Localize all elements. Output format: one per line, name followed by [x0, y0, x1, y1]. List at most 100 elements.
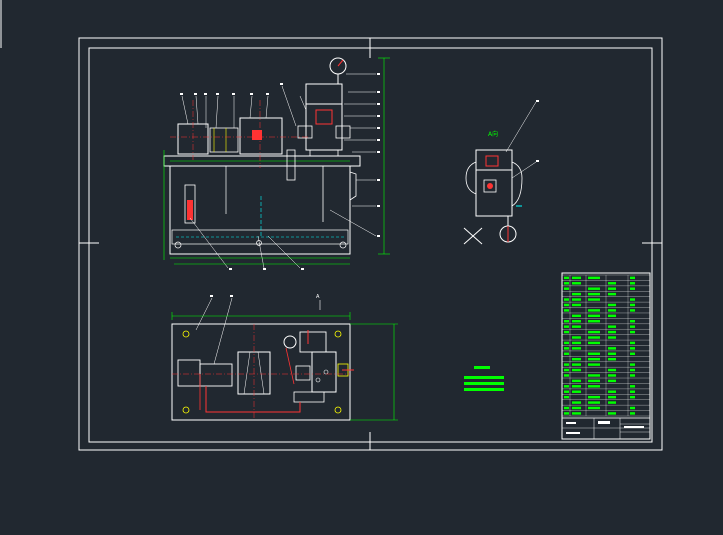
parts-list-cell-text [572, 357, 581, 361]
parts-list-cell-text [564, 368, 569, 372]
parts-list-cell-text [608, 352, 616, 355]
parts-list-cell-text [630, 303, 635, 307]
parts-list-cell-text [564, 325, 569, 328]
parts-list-cell-text [588, 363, 600, 366]
tank-top-plan [171, 323, 351, 421]
parts-list-cell-text [564, 320, 569, 323]
parts-list-cell-text [630, 320, 635, 323]
parts-list-cell-text [588, 352, 600, 355]
parts-list-cell-text [588, 292, 600, 296]
parts-list-cell-text [630, 276, 635, 280]
parts-list-cell-text [588, 330, 600, 334]
parts-list-cell-text [588, 336, 600, 339]
parts-list-cell-text [572, 368, 581, 372]
sheet-outer-border [78, 37, 663, 451]
parts-list-cell-text [564, 276, 569, 280]
parts-list-cell-text [564, 330, 569, 334]
parts-list-cell-text [630, 330, 635, 334]
parts-list-cell-text [630, 309, 635, 312]
parts-list-cell-text [564, 303, 569, 307]
parts-list-cell-text [564, 298, 569, 301]
parts-list-cell-text [608, 314, 616, 318]
parts-list-cell-text [572, 276, 581, 280]
parts-list-cell-text [564, 352, 569, 355]
parts-list-cell-text [588, 276, 600, 280]
parts-list-cell-text [608, 412, 616, 415]
parts-list-cell-text [608, 303, 616, 307]
parts-list-cell-text [588, 395, 600, 399]
parts-list-cell-text [572, 320, 581, 323]
coupling [209, 127, 239, 153]
parts-list-cell-text [564, 406, 569, 410]
parts-list-cell-text [564, 287, 569, 290]
parts-list-cell-text [608, 325, 616, 328]
parts-list-cell-text [588, 374, 600, 377]
parts-list-cell-text [588, 401, 600, 404]
parts-list-cell-text [588, 287, 600, 290]
parts-list-cell-text [564, 390, 569, 393]
parts-list-cell-text [630, 341, 635, 345]
parts-list-cell-text [608, 374, 616, 377]
parts-list-cell-text [564, 341, 569, 345]
sheet-inner-border [88, 47, 653, 443]
parts-list-cell-text [572, 401, 581, 404]
parts-list-cell-text [572, 390, 581, 393]
plan-view-arrow-label: A [316, 294, 320, 300]
parts-list-cell-text [572, 298, 581, 301]
technical-requirements-block [464, 366, 504, 391]
motor-main [239, 117, 283, 155]
parts-list-cell-text [630, 347, 635, 350]
parts-list-cell-text [630, 385, 635, 388]
parts-list-cell-text [588, 298, 600, 301]
section-view-label: A向 [488, 130, 498, 138]
parts-list-cell-text [630, 412, 635, 415]
plan-view [171, 295, 398, 421]
parts-list-cell-text [608, 401, 616, 404]
parts-list-cell-text [572, 363, 581, 366]
parts-list-cell-text [572, 325, 581, 328]
parts-list-cell-text [588, 320, 600, 323]
parts-list-cell-text [564, 363, 569, 366]
valve-block [305, 103, 343, 151]
parts-list-cell-text [630, 368, 635, 372]
parts-list-cell-text [588, 379, 600, 383]
parts-list-cell-text [588, 341, 600, 345]
parts-list-cell-text [572, 314, 581, 318]
parts-list-cell-text [572, 412, 581, 415]
parts-list-cell-text [572, 292, 581, 296]
front-view [163, 57, 390, 270]
parts-list-cell-text [608, 357, 616, 361]
parts-list-cell-text [564, 385, 569, 388]
parts-list-cell-text [564, 282, 569, 285]
parts-list-cell-text [564, 347, 569, 350]
parts-list-cell-text [630, 363, 635, 366]
parts-list-cell-text [608, 287, 616, 290]
parts-list-cell-text [630, 298, 635, 301]
parts-list-cell-text [572, 385, 581, 388]
parts-list-cell-text [564, 374, 569, 377]
parts-list-cell-text [608, 292, 616, 296]
parts-list-cell-text [588, 385, 600, 388]
parts-list-cell-text [608, 368, 616, 372]
parts-list-cell-text [608, 379, 616, 383]
parts-list-cell-text [608, 347, 616, 350]
parts-list-cell-text [630, 287, 635, 290]
parts-list-cell-text [572, 282, 581, 285]
parts-list-cell-text [588, 406, 600, 410]
parts-list-cell-text [588, 357, 600, 361]
title-block [561, 417, 651, 440]
suction-filter [184, 184, 196, 224]
parts-list-cell-text [630, 374, 635, 377]
parts-list-cell-text [572, 406, 581, 410]
parts-list-cell-text [608, 330, 616, 334]
parts-list-cell-text [630, 352, 635, 355]
parts-list-cell-text [630, 325, 635, 328]
parts-list-cell-text [608, 395, 616, 399]
parts-list-cell-text [608, 390, 616, 393]
valve-block-top [305, 83, 343, 105]
parts-list-table [561, 272, 651, 440]
parts-list-cell-text [572, 347, 581, 350]
parts-list-cell-text [572, 379, 581, 383]
parts-list-cell-text [630, 282, 635, 285]
